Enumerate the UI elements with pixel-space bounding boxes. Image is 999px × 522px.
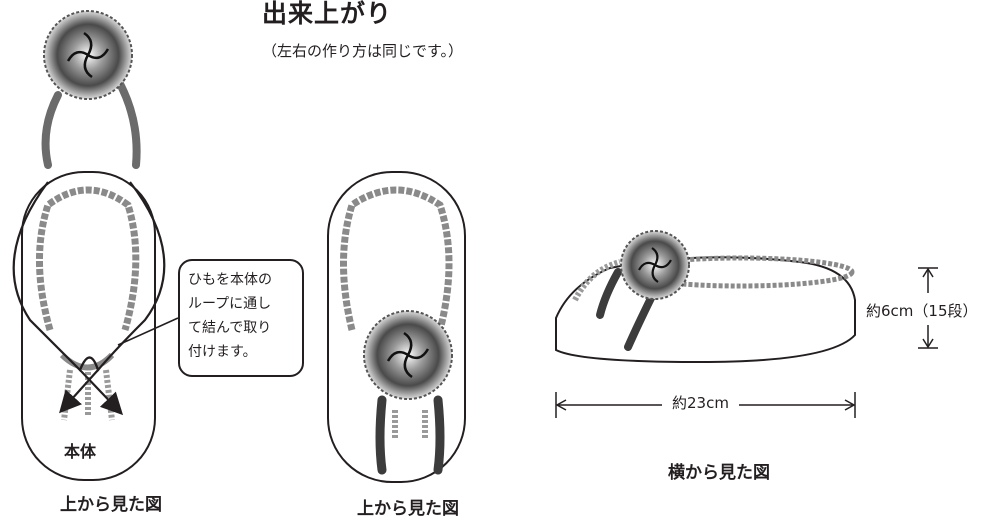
callout-box: ひもを本体の ループに通し て結んで取り 付けます。 — [178, 259, 304, 377]
callout-line: ひもを本体の — [188, 272, 272, 288]
pompom-swirl-icon — [638, 247, 672, 283]
callout-line: て結んで取り — [188, 320, 272, 336]
string-right — [78, 181, 166, 416]
top-view-caption-1: 上から見た図 — [60, 495, 162, 515]
height-dimension-label: 約6cm（15段） — [866, 302, 978, 320]
slipper-side-view — [555, 230, 938, 418]
width-dimension-label: 約23cm — [662, 392, 739, 413]
slipper-top-view-2 — [327, 171, 466, 483]
pompom-swirl-icon — [386, 331, 430, 379]
page-title: 出来上がり — [262, 0, 393, 28]
side-view-caption: 横から見た図 — [668, 463, 770, 483]
callout-line: 付けます。 — [188, 344, 257, 360]
body-label: 本体 — [64, 442, 97, 461]
top-view-caption-2: 上から見た図 — [357, 499, 459, 519]
slipper-top-view-1 — [12, 171, 179, 481]
instruction-note: （左右の作り方は同じです。） — [262, 42, 464, 60]
pompom-strap-figure — [41, 10, 141, 169]
callout-line: ループに通し — [188, 296, 272, 312]
pompom-swirl-icon — [66, 31, 110, 79]
